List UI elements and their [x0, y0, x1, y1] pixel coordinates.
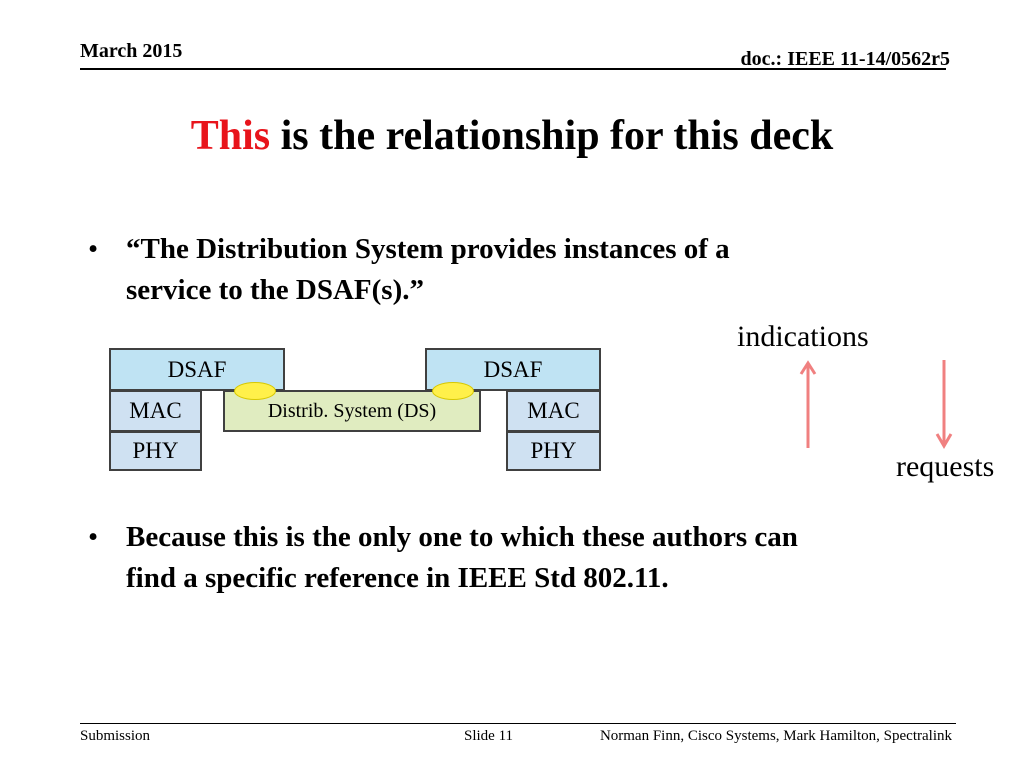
slide-title-accent: This — [190, 113, 271, 159]
bullet-line: “The Distribution System provides instan… — [126, 233, 730, 265]
header-doc-id: doc.: IEEE 11-14/0562r5 — [740, 48, 950, 70]
left-phy-box: PHY — [109, 431, 202, 471]
bullet-line: find a specific reference in IEEE Std 80… — [126, 562, 669, 594]
header-rule — [80, 68, 946, 70]
bullet-marker: • — [88, 521, 99, 553]
slide-title-rest: is the relationship for this deck — [270, 113, 834, 159]
bullet-text: “The Distribution System provides instan… — [126, 229, 730, 311]
slide-title: This is the relationship for this deck — [0, 112, 1024, 160]
footer-authors: Norman Finn, Cisco Systems, Mark Hamilto… — [599, 728, 952, 744]
bullet-text: Because this is the only one to which th… — [126, 517, 798, 599]
footer-submission: Submission — [80, 728, 151, 744]
right-phy-box: PHY — [506, 431, 601, 471]
indications-label: indications — [737, 320, 869, 353]
header-date: March 2015 — [80, 40, 183, 62]
distribution-system-box: Distrib. System (DS) — [223, 390, 481, 432]
footer-rule — [80, 723, 956, 724]
up-arrow-icon — [799, 360, 817, 448]
bullet-line: service to the DSAF(s).” — [126, 274, 424, 306]
footer-slide-number: Slide 11 — [464, 728, 514, 744]
left-dsaf-box: DSAF — [109, 348, 285, 391]
right-service-connector — [432, 382, 474, 400]
requests-label: requests — [896, 450, 995, 483]
right-dsaf-box: DSAF — [425, 348, 601, 391]
left-service-connector — [234, 382, 276, 400]
right-mac-box: MAC — [506, 390, 601, 432]
down-arrow-icon — [935, 360, 953, 449]
left-mac-box: MAC — [109, 390, 202, 432]
bullet-marker: • — [88, 233, 99, 265]
bullet-line: Because this is the only one to which th… — [126, 521, 798, 553]
